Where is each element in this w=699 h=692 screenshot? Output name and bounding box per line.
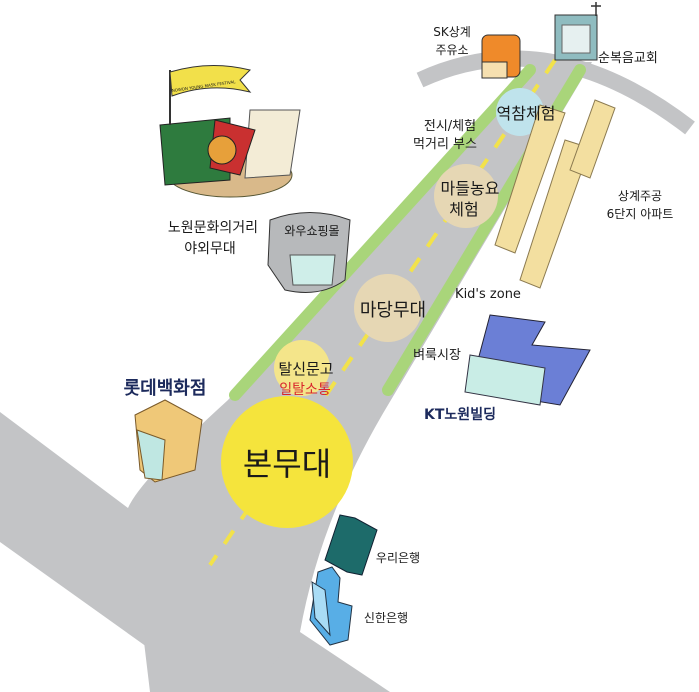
madeul-label-2[interactable]: 체험 bbox=[449, 200, 478, 219]
booth-label-1: 전시/체험 bbox=[424, 119, 476, 134]
sk-gas-station-icon bbox=[481, 34, 521, 79]
apartment-label-2: 6단지 아파트 bbox=[607, 207, 674, 221]
shinhan-bank-icon bbox=[309, 566, 353, 646]
yeokcham-label[interactable]: 역참체험 bbox=[497, 104, 556, 123]
madang-circle bbox=[354, 274, 422, 342]
shinhan-label: 신한은행 bbox=[364, 610, 408, 625]
nowon-stage-label-2: 야외무대 bbox=[184, 241, 236, 257]
kids-zone-label: Kid's zone bbox=[455, 287, 521, 302]
apartment-icon bbox=[494, 99, 616, 289]
apartment-label-1: 상계주공 bbox=[618, 189, 662, 203]
woori-label: 우리은행 bbox=[376, 550, 420, 565]
madeul-circle bbox=[434, 164, 498, 228]
kt-building-icon bbox=[464, 314, 591, 406]
sk-gas-label-1: SK상계 bbox=[433, 25, 471, 39]
iltal-label: 일탈소통 bbox=[279, 382, 331, 398]
church-icon bbox=[554, 2, 601, 61]
wausu-label: 와우쇼핑몰 bbox=[284, 224, 339, 238]
nowon-stage-label-1: 노원문화의거리 bbox=[168, 220, 258, 236]
kt-label: KT노원빌딩 bbox=[424, 406, 496, 423]
main-stage-circle[interactable] bbox=[221, 396, 353, 528]
main-stage-label[interactable]: 본무대 bbox=[243, 445, 331, 483]
talsin-label[interactable]: 탈신문고 bbox=[278, 360, 333, 378]
woori-bank-icon bbox=[324, 514, 378, 576]
sk-gas-label-2: 주유소 bbox=[435, 43, 468, 57]
yeokcham-circle bbox=[496, 88, 544, 136]
lotte-dept-store-icon bbox=[134, 399, 203, 483]
church-label: 순복음교회 bbox=[598, 51, 658, 66]
left-median bbox=[229, 64, 536, 401]
wausu-mall-icon bbox=[267, 212, 351, 293]
booth-label-2: 먹거리 부스 bbox=[413, 137, 477, 152]
madeul-label-1[interactable]: 마들농요 bbox=[441, 179, 500, 198]
byeoruk-label: 벼룩시장 bbox=[413, 348, 461, 363]
talsin-circle bbox=[274, 340, 330, 396]
nowon-outdoor-stage-icon bbox=[159, 65, 301, 198]
madang-label[interactable]: 마당무대 bbox=[360, 300, 426, 321]
lotte-label: 롯데백화점 bbox=[124, 378, 207, 399]
